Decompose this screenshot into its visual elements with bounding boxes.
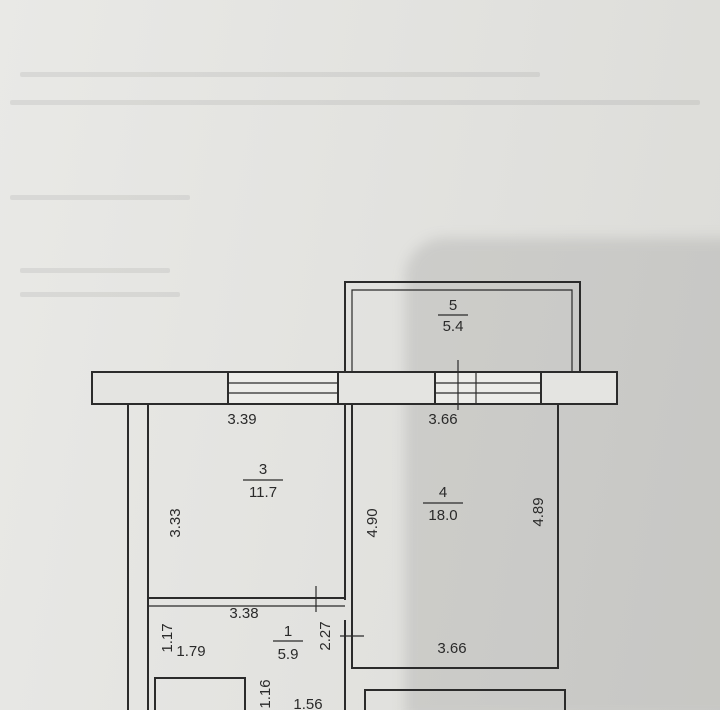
dim-room4-right: 4.89 bbox=[530, 497, 547, 526]
faint-print-line bbox=[10, 100, 700, 105]
room4-outline bbox=[351, 404, 559, 669]
room3-number: 3 bbox=[259, 461, 267, 478]
window-right bbox=[434, 371, 542, 405]
faint-print-line bbox=[20, 72, 540, 77]
dim-room3-top: 3.39 bbox=[227, 411, 256, 428]
room1-number: 1 bbox=[284, 623, 292, 640]
dim-bottom-left: 1.16 bbox=[257, 679, 274, 708]
room4-area: 18.0 bbox=[428, 507, 457, 524]
room5-area: 5.4 bbox=[443, 318, 464, 335]
balcony-outline bbox=[344, 281, 581, 372]
room4-number: 4 bbox=[439, 484, 447, 501]
faint-print-line bbox=[20, 292, 180, 297]
room5-number: 5 bbox=[449, 297, 457, 314]
faint-print-line bbox=[10, 195, 190, 200]
dim-room3-left: 3.33 bbox=[167, 508, 184, 537]
room3-area: 11.7 bbox=[249, 484, 277, 501]
dim-room1-left-a: 1.17 bbox=[159, 623, 176, 652]
faint-print-line bbox=[20, 268, 170, 273]
balcony-inner-line bbox=[351, 289, 573, 372]
dim-room1-left-b: 1.79 bbox=[176, 643, 205, 660]
window-left bbox=[227, 371, 339, 405]
dim-room4-top: 3.66 bbox=[428, 411, 457, 428]
dim-room1-top: 3.38 bbox=[229, 605, 258, 622]
dim-room4-bottom: 3.66 bbox=[437, 640, 466, 657]
phone-shadow bbox=[405, 238, 720, 710]
bottom-room-outline bbox=[154, 677, 246, 710]
dim-bottom-width: 1.56 bbox=[293, 696, 322, 710]
room1-area: 5.9 bbox=[278, 646, 299, 663]
dim-room1-right: 2.27 bbox=[317, 621, 334, 650]
bottom-right-outline bbox=[364, 689, 566, 710]
dim-room4-left: 4.90 bbox=[364, 508, 381, 537]
